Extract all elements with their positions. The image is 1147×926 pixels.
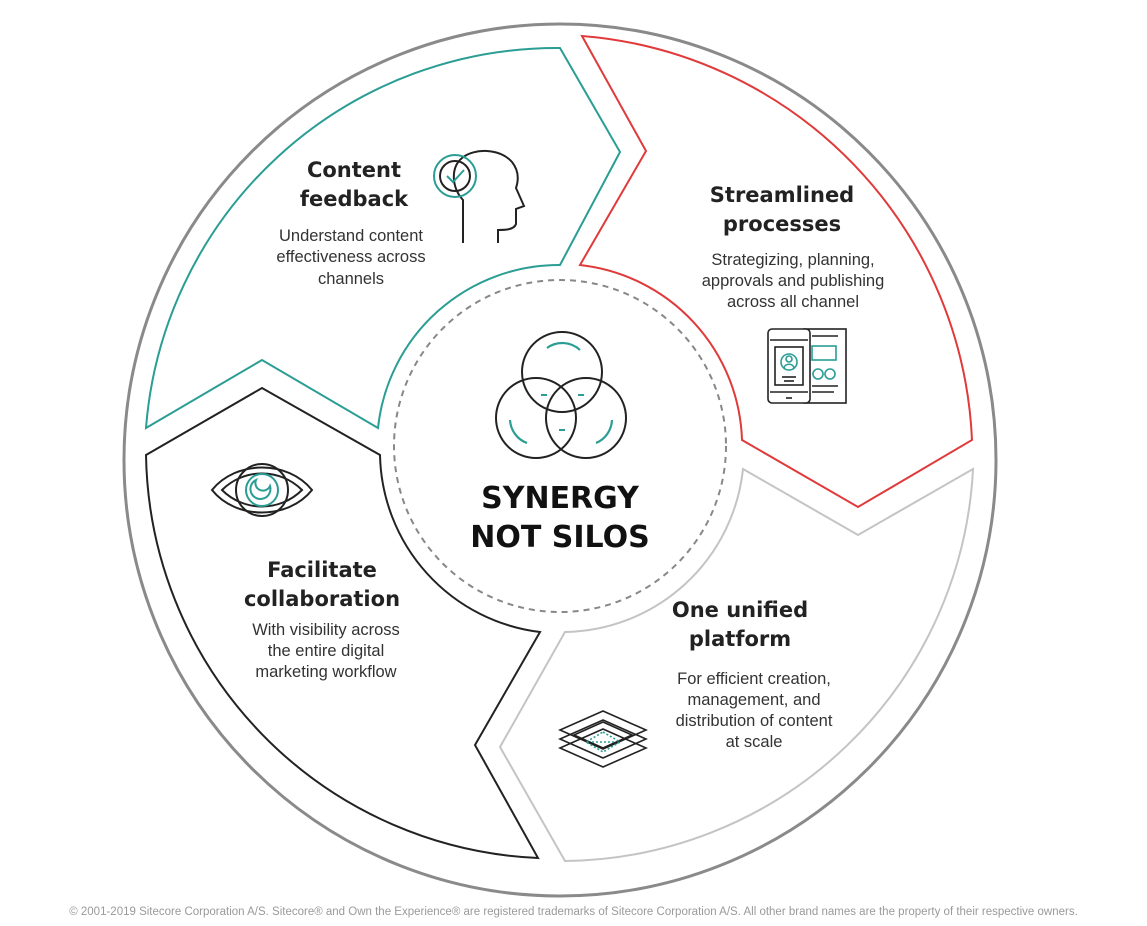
outer-ring (122, 22, 998, 898)
content-feedback-title-line2: feedback (300, 187, 409, 211)
streamlined-processes-desc-line2: approvals and publishing (702, 272, 885, 290)
head-check-icon (433, 150, 526, 243)
unified-platform-desc-line2: management, and (687, 691, 820, 709)
streamlined-processes-title-line2: processes (723, 212, 841, 236)
unified-platform-title-line1: One unified (672, 598, 808, 622)
eye-icon (210, 463, 314, 517)
facilitate-collaboration-desc-line1: With visibility across (252, 621, 400, 639)
content-feedback-desc-line3: channels (318, 270, 384, 288)
devices-icon (767, 328, 847, 404)
center-dashed-circle (393, 279, 727, 613)
segment-streamlined-processes (578, 34, 974, 509)
facilitate-collaboration-desc-line3: marketing workflow (255, 663, 396, 681)
streamlined-processes-desc-line1: Strategizing, planning, (711, 251, 874, 269)
unified-platform-title-line2: platform (689, 627, 791, 651)
streamlined-processes-title-line1: Streamlined (710, 183, 854, 207)
content-feedback-desc-line1: Understand content (279, 227, 423, 245)
unified-platform-desc-line1: For efficient creation, (677, 670, 831, 688)
segment-facilitate-collaboration (144, 386, 542, 860)
center-title: SYNERGY (481, 481, 640, 516)
unified-platform-desc-line3: distribution of content (676, 712, 833, 730)
content-feedback-title-line1: Content (307, 158, 401, 182)
copyright-footer: © 2001-2019 Sitecore Corporation A/S. Si… (69, 906, 1078, 918)
layers-icon (558, 710, 648, 768)
streamlined-processes-desc-line3: across all channel (727, 293, 859, 311)
facilitate-collaboration-title-line1: Facilitate (267, 558, 377, 582)
content-feedback-desc-line2: effectiveness across (276, 248, 425, 266)
center-subtitle: NOT SILOS (470, 520, 649, 555)
segment-content-feedback (144, 46, 622, 430)
facilitate-collaboration-desc-line2: the entire digital (268, 642, 385, 660)
unified-platform-desc-line4: at scale (726, 733, 783, 751)
facilitate-collaboration-title-line2: collaboration (244, 587, 400, 611)
venn-icon (495, 331, 627, 459)
segment-unified-platform (498, 467, 975, 863)
